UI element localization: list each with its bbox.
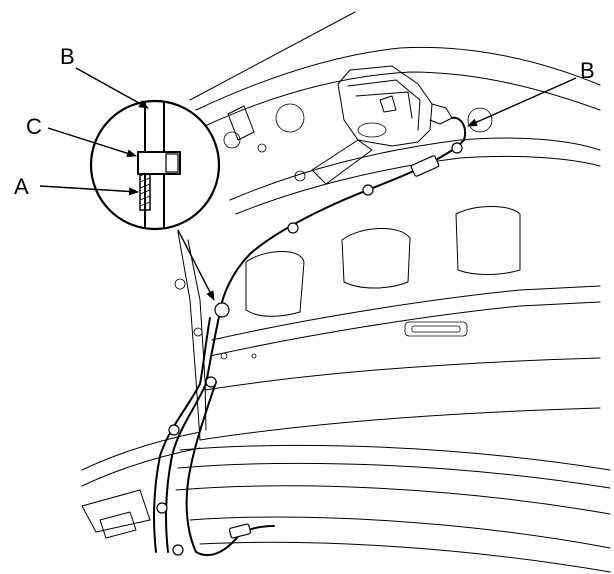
callout-pointers <box>39 67 577 196</box>
callout-a: A <box>14 174 29 199</box>
detail-view <box>89 99 221 301</box>
callout-b-detail: B <box>60 44 75 69</box>
callout-c: C <box>26 114 42 139</box>
callout-b-main: B <box>580 58 595 83</box>
latch-actuator <box>337 65 453 147</box>
trunk-opening <box>81 431 611 573</box>
wire-harness <box>152 116 466 557</box>
trunk-lid-panel <box>174 11 601 441</box>
